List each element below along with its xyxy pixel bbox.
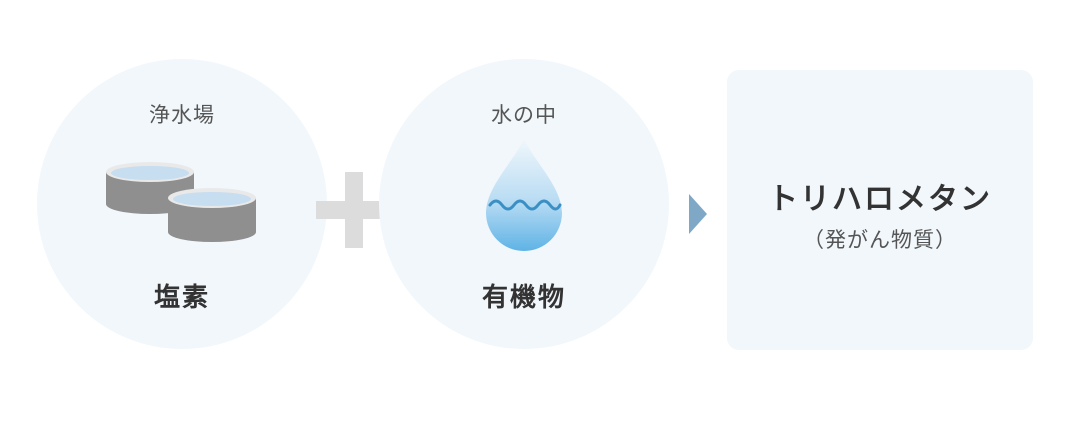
result-box: トリハロメタン （発がん物質）: [727, 70, 1033, 350]
in-water-label: 水の中: [491, 103, 557, 127]
water-drop-icon: [486, 139, 562, 251]
chlorine-circle: 浄水場 塩素: [37, 59, 327, 349]
carcinogen-subtitle: （発がん物質）: [803, 228, 957, 252]
organic-matter-label: 有機物: [481, 283, 566, 313]
water-tanks-icon: [106, 162, 256, 242]
arrow-right-icon: [689, 194, 707, 234]
trihalomethane-title: トリハロメタン: [768, 182, 992, 217]
plus-icon: [316, 172, 392, 248]
chlorine-label: 塩素: [153, 283, 210, 313]
water-plant-label: 浄水場: [149, 103, 215, 127]
organic-matter-circle: 水の中 有機物: [379, 59, 669, 349]
